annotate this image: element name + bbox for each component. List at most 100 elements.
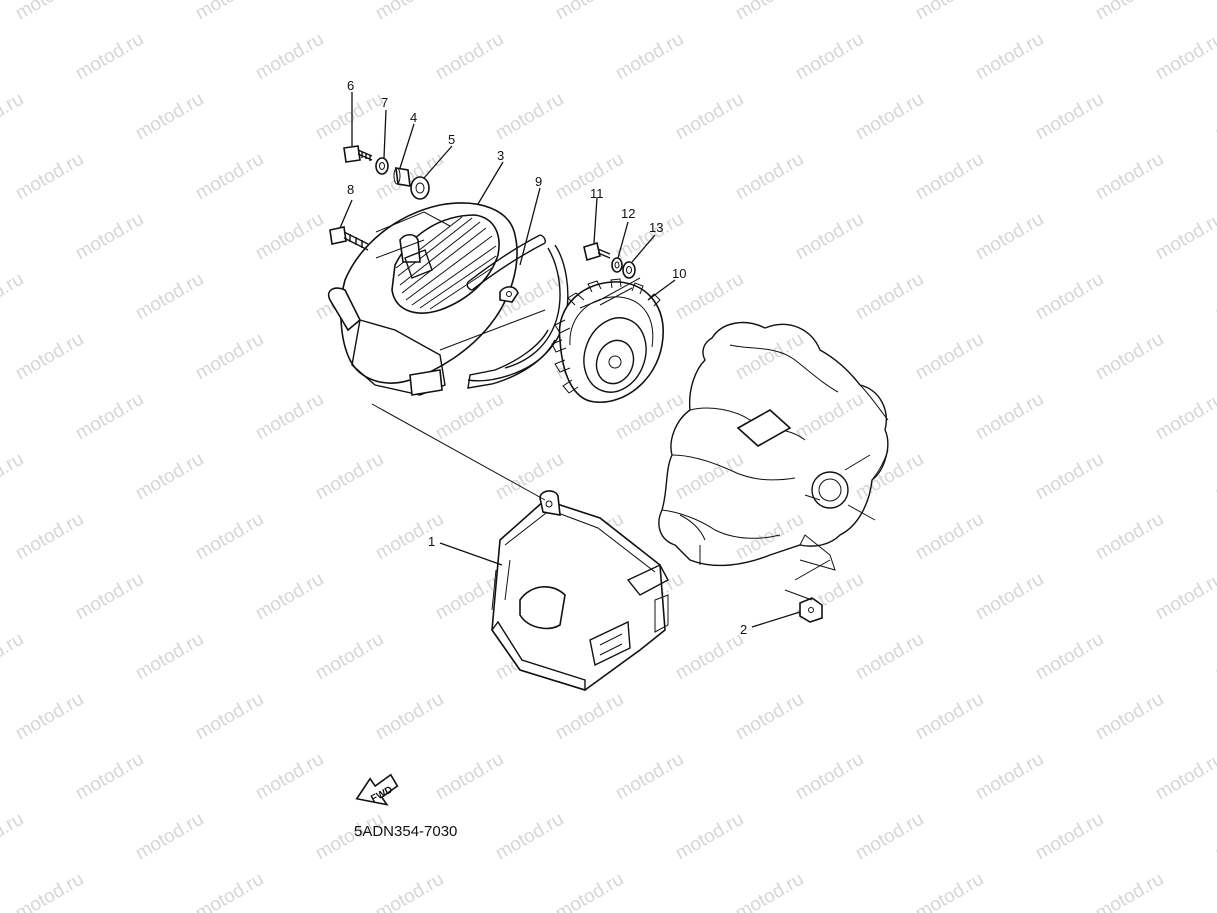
watermark-text: motod.ru: [1212, 449, 1217, 505]
watermark-text: motod.ru: [1152, 389, 1217, 445]
cooling-fan-part-10[interactable]: [551, 278, 664, 403]
watermark-text: motod.ru: [312, 629, 387, 685]
watermark-text: motod.ru: [72, 29, 147, 85]
fan-blades: [551, 278, 661, 394]
watermark-text: motod.ru: [72, 209, 147, 265]
watermark-text: motod.ru: [972, 389, 1047, 445]
callout-1: 1: [428, 534, 435, 549]
watermark-text: motod.ru: [1032, 629, 1107, 685]
lower-shroud-part-1[interactable]: [491, 490, 669, 691]
watermark-text: motod.ru: [1092, 149, 1167, 205]
leader-lines: [339, 92, 831, 628]
watermark-text: motod.ru: [1212, 629, 1217, 685]
watermark-text: motod.ru: [492, 89, 567, 145]
watermark-text: motod.ru: [252, 389, 327, 445]
callout-labels: 6 7 4 5 3 9 8 11 12 13 10 1 2: [347, 78, 747, 637]
watermark-text: motod.ru: [1092, 869, 1167, 913]
watermark-text: motod.ru: [312, 89, 387, 145]
fan-cover-part-3[interactable]: [327, 202, 519, 396]
watermark-text: motod.ru: [432, 29, 507, 85]
watermark-text: motod.ru: [912, 509, 987, 565]
washer-part-12[interactable]: [611, 257, 623, 273]
watermark-text: motod.ru: [912, 689, 987, 745]
watermark-text: motod.ru: [1032, 449, 1107, 505]
watermark-text: motod.ru: [132, 809, 207, 865]
watermark-text: motod.ru: [552, 689, 627, 745]
grommet-part-5[interactable]: [410, 176, 430, 200]
screw-part-8[interactable]: [329, 226, 369, 251]
watermark-text: motod.ru: [192, 689, 267, 745]
watermark-text: motod.ru: [252, 29, 327, 85]
callout-10: 10: [672, 266, 686, 281]
watermark-text: motod.ru: [252, 209, 327, 265]
watermark-text: motod.ru: [1212, 89, 1217, 145]
watermark-text: motod.ru: [1032, 269, 1107, 325]
hose-part-9[interactable]: [466, 234, 569, 389]
watermark-text: motod.ru: [0, 89, 27, 145]
watermark-text: motod.ru: [672, 89, 747, 145]
watermark-text: motod.ru: [432, 389, 507, 445]
watermark-text: motod.ru: [912, 0, 987, 24]
washer-part-7[interactable]: [375, 157, 389, 175]
collar-part-4[interactable]: [393, 167, 411, 187]
watermark-text: motod.ru: [12, 509, 87, 565]
watermark-text: motod.ru: [12, 329, 87, 385]
watermark-text: motod.ru: [132, 269, 207, 325]
fan-cover-grille: [395, 216, 497, 310]
watermark-text: motod.ru: [1152, 209, 1217, 265]
watermark-text: motod.ru: [1152, 29, 1217, 85]
watermark-text: motod.ru: [12, 869, 87, 913]
watermark-text: motod.ru: [1152, 749, 1217, 805]
watermark-text: motod.ru: [972, 209, 1047, 265]
watermark-text: motod.ru: [1212, 809, 1217, 865]
callout-4: 4: [410, 110, 417, 125]
watermark-text: motod.ru: [372, 509, 447, 565]
watermark-text: motod.ru: [0, 809, 27, 865]
watermark-text: motod.ru: [312, 449, 387, 505]
watermark-text: motod.ru: [792, 389, 867, 445]
engine-case-outline: [658, 321, 889, 571]
watermark-text: motod.ru: [1092, 0, 1167, 24]
watermark-text: motod.ru: [852, 89, 927, 145]
watermark-text: motod.ru: [1032, 89, 1107, 145]
watermark-text: motod.ru: [852, 629, 927, 685]
watermark-text: motod.ru: [192, 149, 267, 205]
watermark-text: motod.ru: [732, 0, 807, 24]
watermark-text: motod.ru: [192, 0, 267, 24]
watermark-text: motod.ru: [492, 809, 567, 865]
watermark-text: motod.ru: [12, 0, 87, 24]
bolt-part-6[interactable]: [343, 145, 373, 163]
callout-8: 8: [347, 182, 354, 197]
watermark-text: motod.ru: [132, 629, 207, 685]
watermark-text: motod.ru: [192, 329, 267, 385]
watermark-text: motod.ru: [972, 749, 1047, 805]
callout-5: 5: [448, 132, 455, 147]
watermark-text: motod.ru: [732, 869, 807, 913]
washer-part-13[interactable]: [622, 261, 636, 279]
watermark-text: motod.ru: [792, 29, 867, 85]
watermark-text: motod.ru: [912, 329, 987, 385]
bracket-part-2[interactable]: [799, 597, 823, 623]
watermark-text: motod.ru: [732, 509, 807, 565]
watermark-text: motod.ru: [372, 0, 447, 24]
watermark-text: motod.ru: [0, 269, 27, 325]
watermark-text: motod.ru: [372, 869, 447, 913]
watermark-text: motod.ru: [252, 569, 327, 625]
watermark-text: motod.ru: [792, 209, 867, 265]
watermark-text: motod.ru: [372, 149, 447, 205]
watermark-text: motod.ru: [372, 689, 447, 745]
watermark-text: motod.ru: [672, 629, 747, 685]
watermark-text: motod.ru: [612, 29, 687, 85]
callout-6: 6: [347, 78, 354, 93]
callout-3: 3: [497, 148, 504, 163]
watermark-text: motod.ru: [0, 629, 27, 685]
watermark-text: motod.ru: [0, 449, 27, 505]
watermark-text: motod.ru: [252, 749, 327, 805]
watermark-text: motod.ru: [1152, 569, 1217, 625]
bolt-part-11[interactable]: [583, 241, 611, 262]
fwd-arrow-icon: FWD: [355, 773, 399, 806]
watermark-text: motod.ru: [852, 449, 927, 505]
watermark-text: motod.ru: [852, 809, 927, 865]
